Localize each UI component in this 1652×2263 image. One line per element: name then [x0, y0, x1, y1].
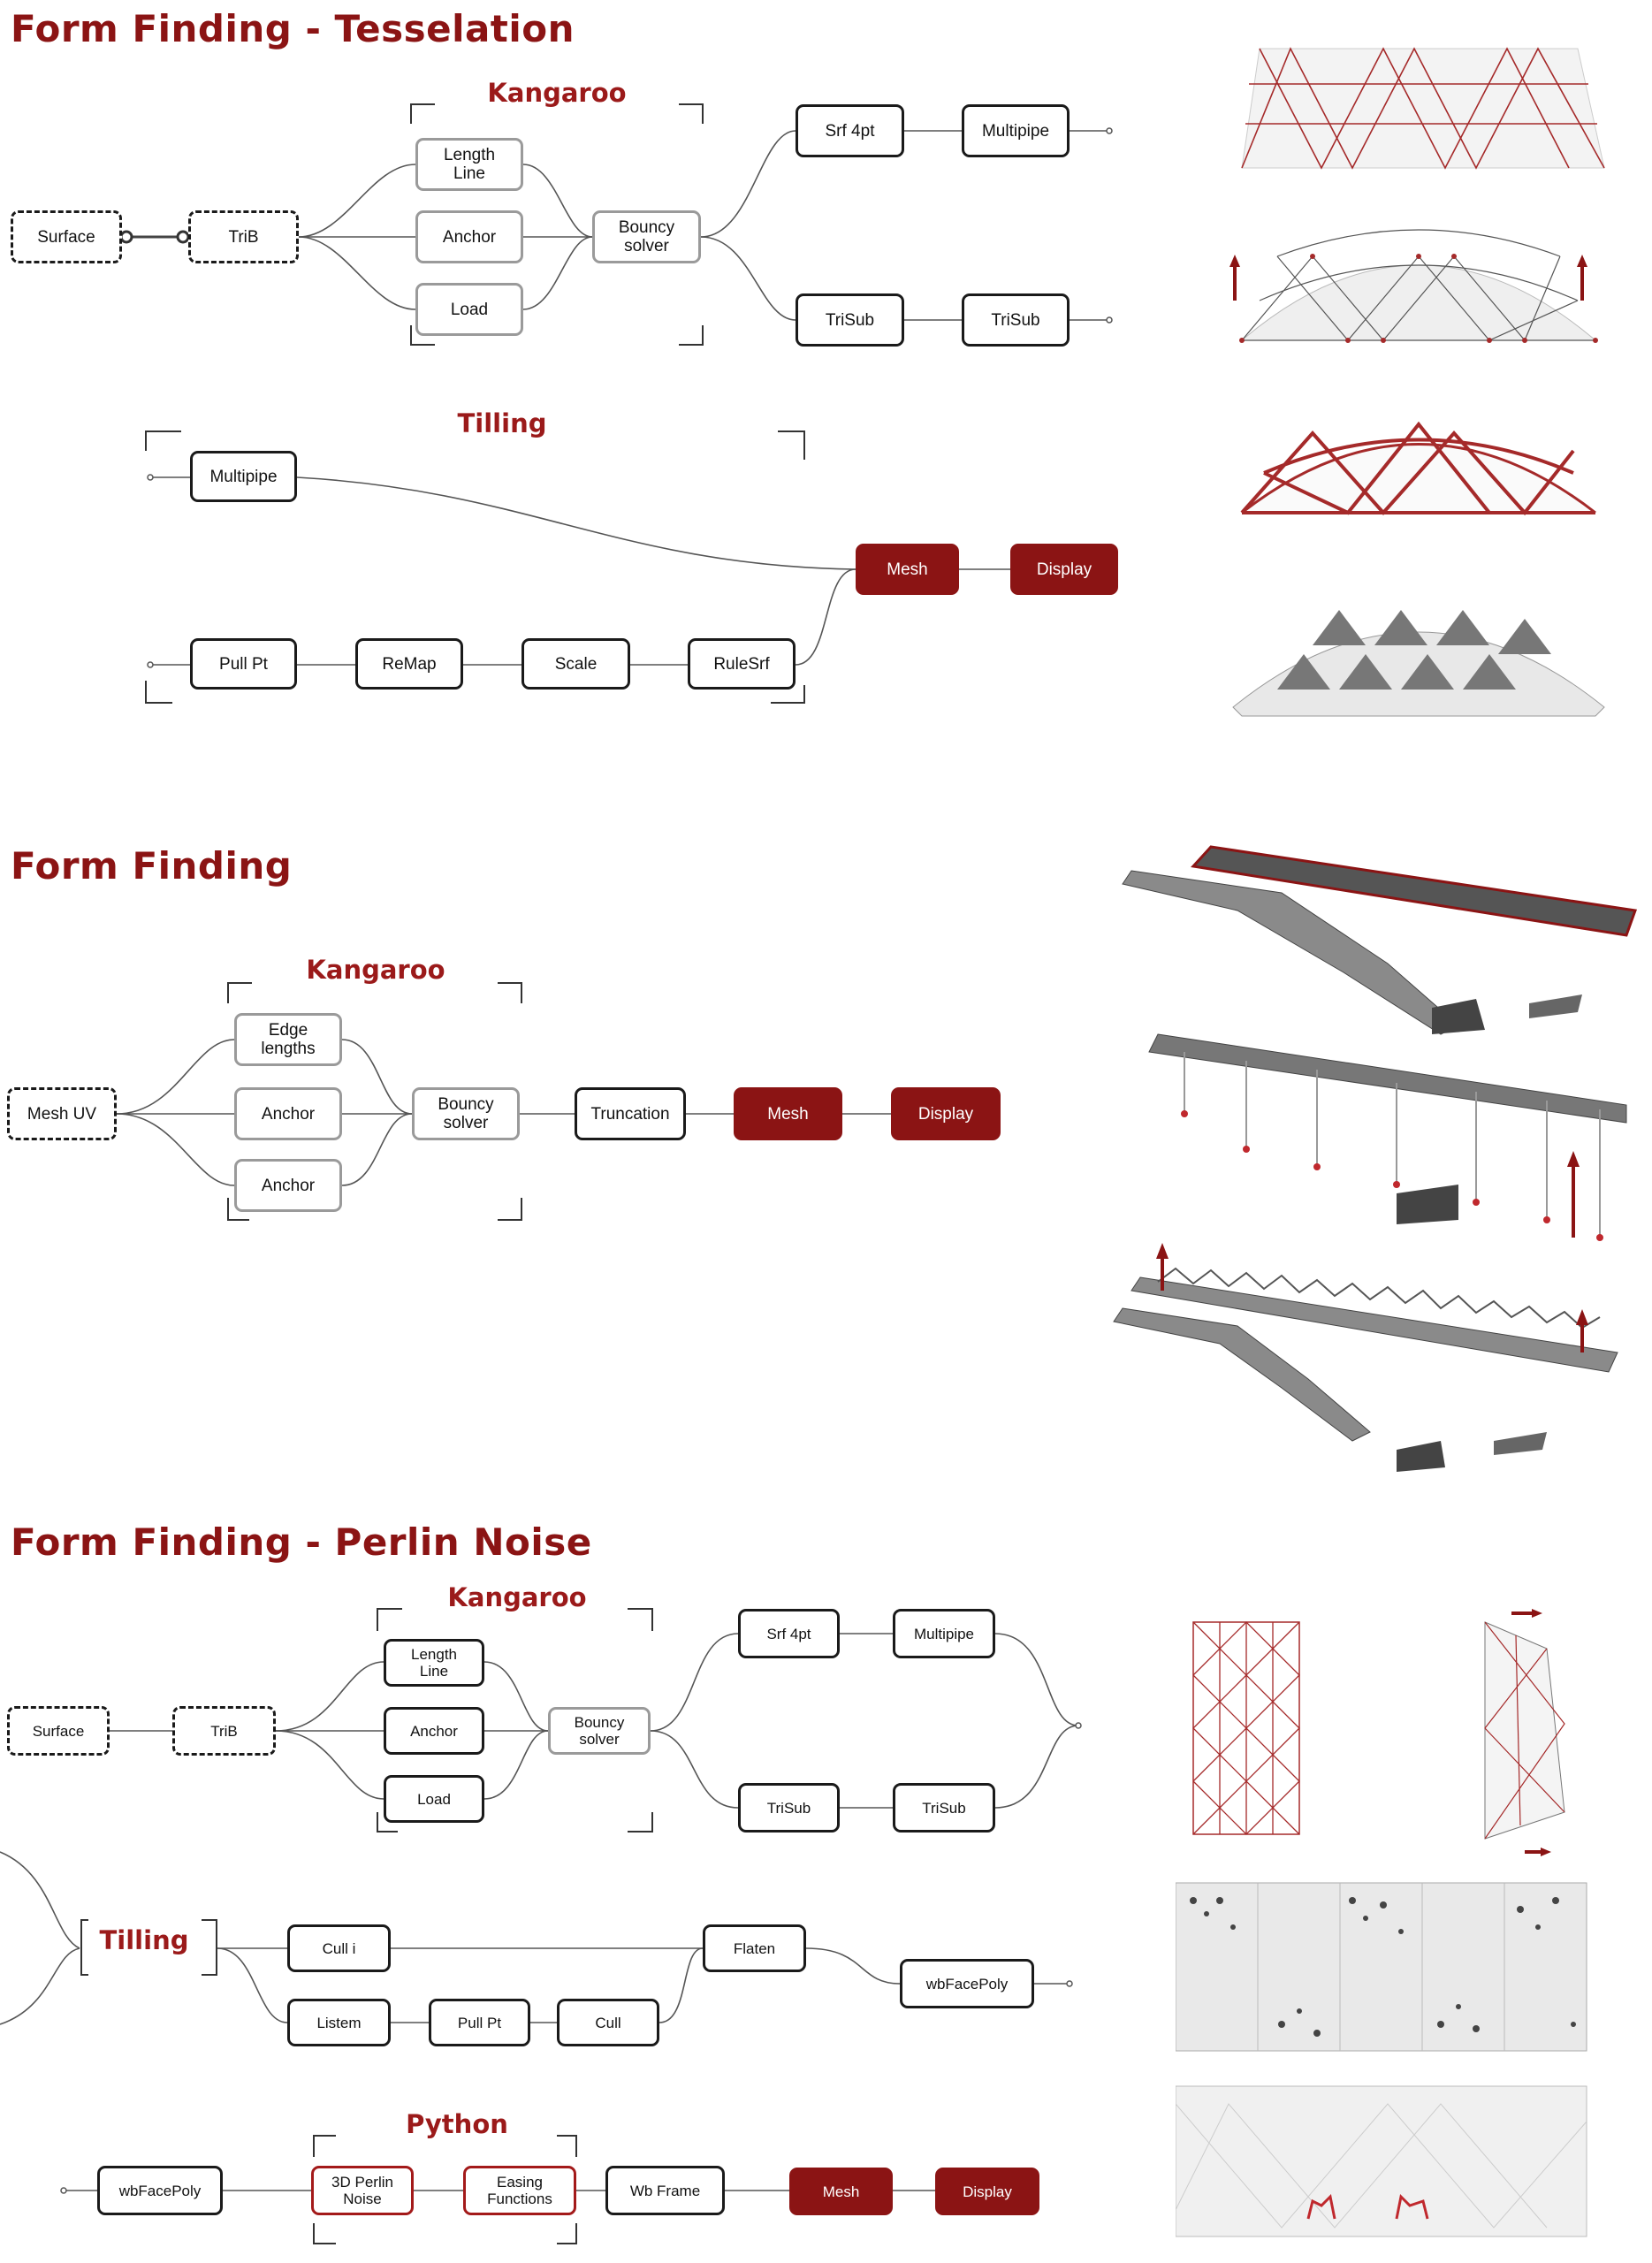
node-surface[interactable]: Surface: [11, 210, 122, 263]
node-trisub-1[interactable]: TriSub: [796, 293, 904, 347]
node-trisub-3b[interactable]: TriSub: [893, 1783, 995, 1832]
node-wbfacepoly-2[interactable]: wbFacePoly: [97, 2166, 223, 2215]
render-tiled-dome: [1232, 610, 1605, 717]
section-title-form-finding: Form Finding: [11, 844, 293, 888]
render-bent-panel: [1484, 1609, 1565, 1856]
node-mesh[interactable]: Mesh: [856, 544, 959, 595]
render-perforated-wall: [1176, 1882, 1587, 2052]
node-mesh-uv[interactable]: Mesh UV: [7, 1087, 117, 1140]
node-rulesrf[interactable]: RuleSrf: [688, 638, 796, 690]
node-display-3[interactable]: Display: [935, 2168, 1039, 2215]
node-trib-3[interactable]: TriB: [172, 1706, 276, 1756]
node-multipipe-3[interactable]: Multipipe: [893, 1609, 995, 1658]
node-bouncy-solver-2[interactable]: Bouncy solver: [412, 1087, 520, 1140]
node-length-line-3[interactable]: Length Line: [384, 1639, 484, 1687]
group-label-python: Python: [406, 2109, 508, 2139]
render-flat-grid: [1241, 47, 1605, 170]
node-anchor-1[interactable]: Anchor: [234, 1087, 342, 1140]
group-label-kangaroo-3: Kangaroo: [447, 1582, 587, 1612]
render-interior-view: [1176, 2085, 1587, 2237]
node-load-3[interactable]: Load: [384, 1775, 484, 1823]
node-trisub-3a[interactable]: TriSub: [738, 1783, 840, 1832]
node-cull-i[interactable]: Cull i: [287, 1924, 391, 1972]
render-anchor-points: [1148, 1033, 1627, 1241]
node-multipipe-top[interactable]: Multipipe: [962, 104, 1070, 157]
node-pull-pt[interactable]: Pull Pt: [190, 638, 297, 690]
render-pipe-dome: [1240, 421, 1596, 516]
node-mesh-3[interactable]: Mesh: [789, 2168, 893, 2215]
section-title-tesselation: Form Finding - Tesselation: [11, 7, 575, 50]
node-3d-perlin-noise[interactable]: 3D Perlin Noise: [311, 2166, 414, 2215]
render-flat-mesh-slab: [1122, 845, 1638, 1035]
group-label-tilling-2: Tilling: [99, 1925, 189, 1955]
node-anchor[interactable]: Anchor: [415, 210, 523, 263]
node-bouncy-solver[interactable]: Bouncy solver: [592, 210, 701, 263]
node-multipipe[interactable]: Multipipe: [190, 451, 297, 502]
node-anchor-2[interactable]: Anchor: [234, 1159, 342, 1212]
node-anchor-3[interactable]: Anchor: [384, 1707, 484, 1755]
node-srf4pt-3[interactable]: Srf 4pt: [738, 1609, 840, 1658]
node-pull-pt-3[interactable]: Pull Pt: [429, 1999, 530, 2046]
node-scale[interactable]: Scale: [521, 638, 630, 690]
node-surface-3[interactable]: Surface: [7, 1706, 110, 1756]
node-load[interactable]: Load: [415, 283, 523, 336]
node-remap[interactable]: ReMap: [355, 638, 463, 690]
node-display[interactable]: Display: [1010, 544, 1118, 595]
group-label-kangaroo: Kangaroo: [487, 78, 627, 108]
node-easing-functions[interactable]: Easing Functions: [463, 2166, 576, 2215]
node-display-2[interactable]: Display: [891, 1087, 1001, 1140]
group-label-tilling: Tilling: [457, 408, 547, 438]
render-perlin-stack: [1176, 1609, 1587, 2237]
node-length-line[interactable]: Length Line: [415, 138, 523, 191]
render-dome-wireframe: [1229, 229, 1598, 343]
render-truncated-form: [1113, 1243, 1618, 1472]
node-mesh-2[interactable]: Mesh: [734, 1087, 842, 1140]
node-flaten[interactable]: Flaten: [703, 1924, 806, 1972]
node-srf4pt[interactable]: Srf 4pt: [796, 104, 904, 157]
group-label-kangaroo-2: Kangaroo: [306, 955, 445, 985]
node-trib[interactable]: TriB: [188, 210, 299, 263]
render-form-finding-stack: [1113, 845, 1638, 1472]
node-wbfacepoly[interactable]: wbFacePoly: [900, 1959, 1034, 2008]
node-edge-lengths[interactable]: Edge lengths: [234, 1013, 342, 1066]
node-bouncy-solver-3[interactable]: Bouncy solver: [548, 1707, 651, 1755]
node-wb-frame[interactable]: Wb Frame: [605, 2166, 725, 2215]
node-cull[interactable]: Cull: [557, 1999, 659, 2046]
section-title-perlin-noise: Form Finding - Perlin Noise: [11, 1520, 592, 1564]
render-tesselation-stack: [1229, 47, 1605, 717]
render-flat-panel: [1192, 1621, 1300, 1835]
node-truncation[interactable]: Truncation: [575, 1087, 686, 1140]
node-trisub-2[interactable]: TriSub: [962, 293, 1070, 347]
node-listem[interactable]: Listem: [287, 1999, 391, 2046]
